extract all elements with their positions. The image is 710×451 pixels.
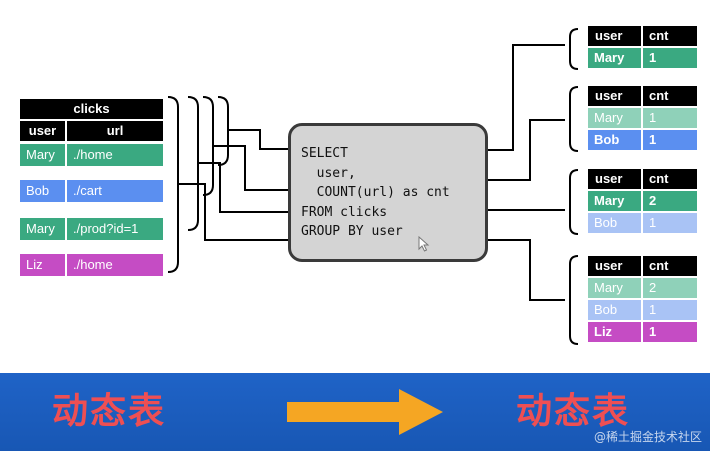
- result-1-col-user: user: [588, 26, 641, 46]
- result-4-row-2-user: Bob: [588, 300, 641, 320]
- result-2-row-1-user: Mary: [588, 108, 641, 128]
- result-3-row-1-cnt: 2: [643, 191, 697, 211]
- query-line-5: GROUP BY user: [301, 224, 403, 239]
- connector-in-4: [178, 183, 288, 241]
- connector-out-1: [488, 44, 565, 151]
- result-1-row-1-user: Mary: [588, 48, 641, 68]
- input-table-title: clicks: [20, 99, 163, 119]
- connector-out-4: [488, 239, 565, 301]
- input-row-3-user: Mary: [20, 218, 65, 240]
- bracket-rows-1-3: [187, 96, 199, 231]
- bracket-result-1: [569, 28, 579, 70]
- input-row-1-user: Mary: [20, 144, 65, 166]
- result-3-row-2-user: Bob: [588, 213, 641, 233]
- result-4-row-3-user: Liz: [588, 322, 641, 342]
- result-2-row-2-cnt: 1: [643, 130, 697, 150]
- input-row-4-url: ./home: [67, 254, 163, 276]
- connector-in-3: [198, 162, 288, 213]
- result-3-row-2-cnt: 1: [643, 213, 697, 233]
- bracket-rows-1-2: [202, 96, 214, 196]
- input-row-2-url: ./cart: [67, 180, 163, 202]
- banner-left-label: 动态表: [52, 391, 167, 432]
- result-4-row-2-cnt: 1: [643, 300, 697, 320]
- query-box: SELECT user, COUNT(url) as cnt FROM clic…: [288, 123, 488, 262]
- result-3-col-cnt: cnt: [643, 169, 697, 189]
- query-line-1: SELECT: [301, 146, 348, 161]
- result-3-row-1-user: Mary: [588, 191, 641, 211]
- watermark: @稀土掘金技术社区: [593, 430, 702, 444]
- query-line-3: COUNT(url) as cnt: [301, 185, 450, 200]
- result-2-col-user: user: [588, 86, 641, 106]
- input-row-4-user: Liz: [20, 254, 65, 276]
- result-3-col-user: user: [588, 169, 641, 189]
- result-1-row-1-cnt: 1: [643, 48, 697, 68]
- result-4-row-3-cnt: 1: [643, 322, 697, 342]
- connector-out-2: [488, 119, 565, 181]
- input-row-1-url: ./home: [67, 144, 163, 166]
- result-4-row-1-cnt: 2: [643, 278, 697, 298]
- result-2-col-cnt: cnt: [643, 86, 697, 106]
- input-col-user: user: [20, 121, 65, 141]
- input-row-2-user: Bob: [20, 180, 65, 202]
- bracket-rows-1-4: [167, 96, 179, 273]
- input-row-3-url: ./prod?id=1: [67, 218, 163, 240]
- connector-in-1: [228, 129, 288, 150]
- bracket-result-3: [569, 169, 579, 235]
- result-4-col-user: user: [588, 256, 641, 276]
- mouse-pointer-icon: [418, 236, 430, 252]
- input-col-url: url: [67, 121, 163, 141]
- banner-right-label: 动态表: [516, 391, 631, 432]
- query-line-2: user,: [301, 165, 356, 181]
- right-arrow-icon: [287, 389, 443, 435]
- result-1-col-cnt: cnt: [643, 26, 697, 46]
- result-2-row-1-cnt: 1: [643, 108, 697, 128]
- bracket-result-4: [569, 255, 579, 345]
- bracket-row-1: [217, 96, 229, 166]
- connector-in-2: [213, 145, 288, 191]
- result-4-col-cnt: cnt: [643, 256, 697, 276]
- result-4-row-1-user: Mary: [588, 278, 641, 298]
- bracket-result-2: [569, 86, 579, 152]
- query-line-4: FROM clicks: [301, 204, 388, 220]
- result-2-row-2-user: Bob: [588, 130, 641, 150]
